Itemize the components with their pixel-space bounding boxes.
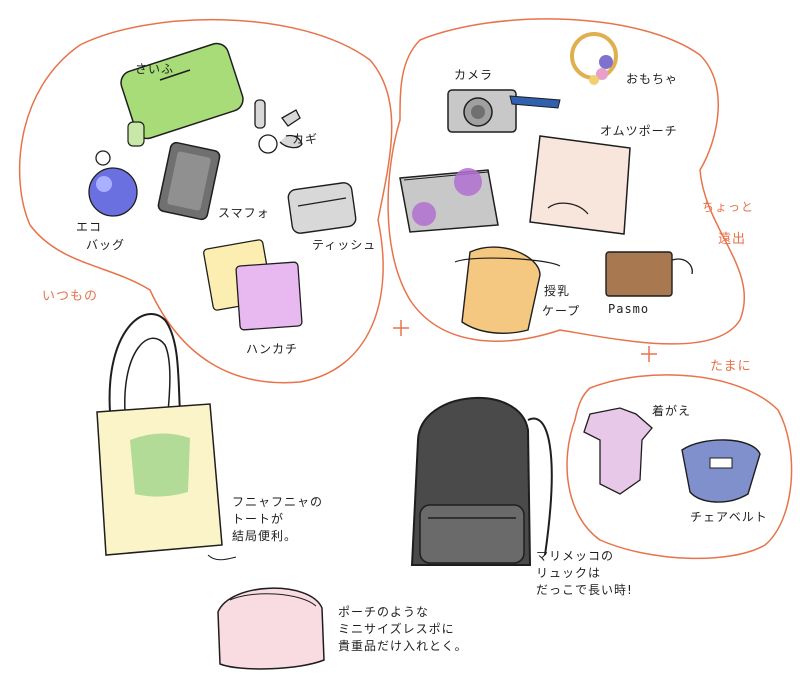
camera-illustration — [447, 89, 561, 133]
handkerchief-illustration — [203, 239, 303, 331]
eco-bag-label-line1: エコ — [76, 220, 103, 234]
pasmo-label: Pasmo — [608, 302, 650, 316]
pouch-note: ポーチのような ミニサイズレスポに 貴重品だけ入れとく。 — [338, 604, 468, 655]
chair-belt-illustration — [681, 439, 761, 503]
nursing-cape-illustration — [454, 246, 561, 334]
handkerchief-label: ハンカチ — [246, 342, 299, 356]
toy-label: おもちゃ — [626, 72, 679, 86]
backpack-note-line: リュックは — [536, 566, 602, 580]
pouch-note-line: ミニサイズレスポに — [338, 622, 455, 636]
tote-note-line: フニャフニャの — [232, 495, 324, 509]
diaper-pouch-label: オムツポーチ — [600, 124, 678, 138]
nursing-cape-label-line2: ケープ — [542, 304, 581, 318]
baby-clothes-illustration — [583, 407, 653, 495]
sometimes-group-outline — [566, 374, 793, 560]
backpack-note-line: マリメッコの — [536, 549, 615, 563]
camera-label: カメラ — [454, 68, 494, 82]
tissue-illustration — [287, 182, 357, 234]
nursing-cape-label-line1: 授乳 — [544, 284, 571, 298]
tote-note-line: 結局便利。 — [232, 529, 298, 543]
change-clothes-label: 着がえ — [652, 404, 692, 418]
eco-bag-label-line2: バッグ — [86, 238, 126, 252]
pouch-note-line: ポーチのような — [338, 605, 430, 619]
backpack-illustration — [410, 396, 553, 566]
flower-pouch-illustration — [399, 168, 499, 233]
outing-group-label-line2: 遠出 — [718, 232, 747, 247]
sometimes-group-label: たまに — [710, 359, 752, 374]
wallet-label: さいふ — [135, 62, 175, 76]
plus-sign — [393, 320, 409, 336]
pouch-note-line: 貴重品だけ入れとく。 — [338, 639, 468, 653]
everyday-group-label: いつもの — [42, 289, 99, 304]
mini-pouch-illustration — [217, 587, 325, 670]
tote-bag-illustration — [96, 313, 237, 561]
backpack-note: マリメッコの リュックは だっこで長い時! — [536, 548, 633, 599]
diaper-pouch-illustration — [529, 135, 631, 235]
keys-illustration — [254, 99, 303, 154]
plus-sign — [641, 346, 657, 362]
outing-group-label-line1: ちょっと — [702, 200, 755, 214]
pasmo-case-illustration — [605, 251, 693, 297]
chair-belt-label: チェアベルト — [690, 510, 768, 524]
tote-note-line: トートが — [232, 512, 285, 526]
eco-bag-illustration — [88, 150, 138, 217]
tote-note: フニャフニャの トートが 結局便利。 — [232, 494, 323, 545]
wallet-illustration — [120, 42, 244, 147]
smartphone-label: スマフォ — [218, 206, 270, 220]
smartphone-illustration — [157, 141, 221, 221]
outing-group-outline — [387, 18, 746, 345]
tissue-label: ティッシュ — [312, 238, 377, 252]
toy-illustration — [570, 32, 618, 85]
keys-label: カギ — [292, 132, 319, 146]
backpack-note-line: だっこで長い時! — [536, 583, 633, 597]
everyday-group-outline — [18, 18, 393, 384]
